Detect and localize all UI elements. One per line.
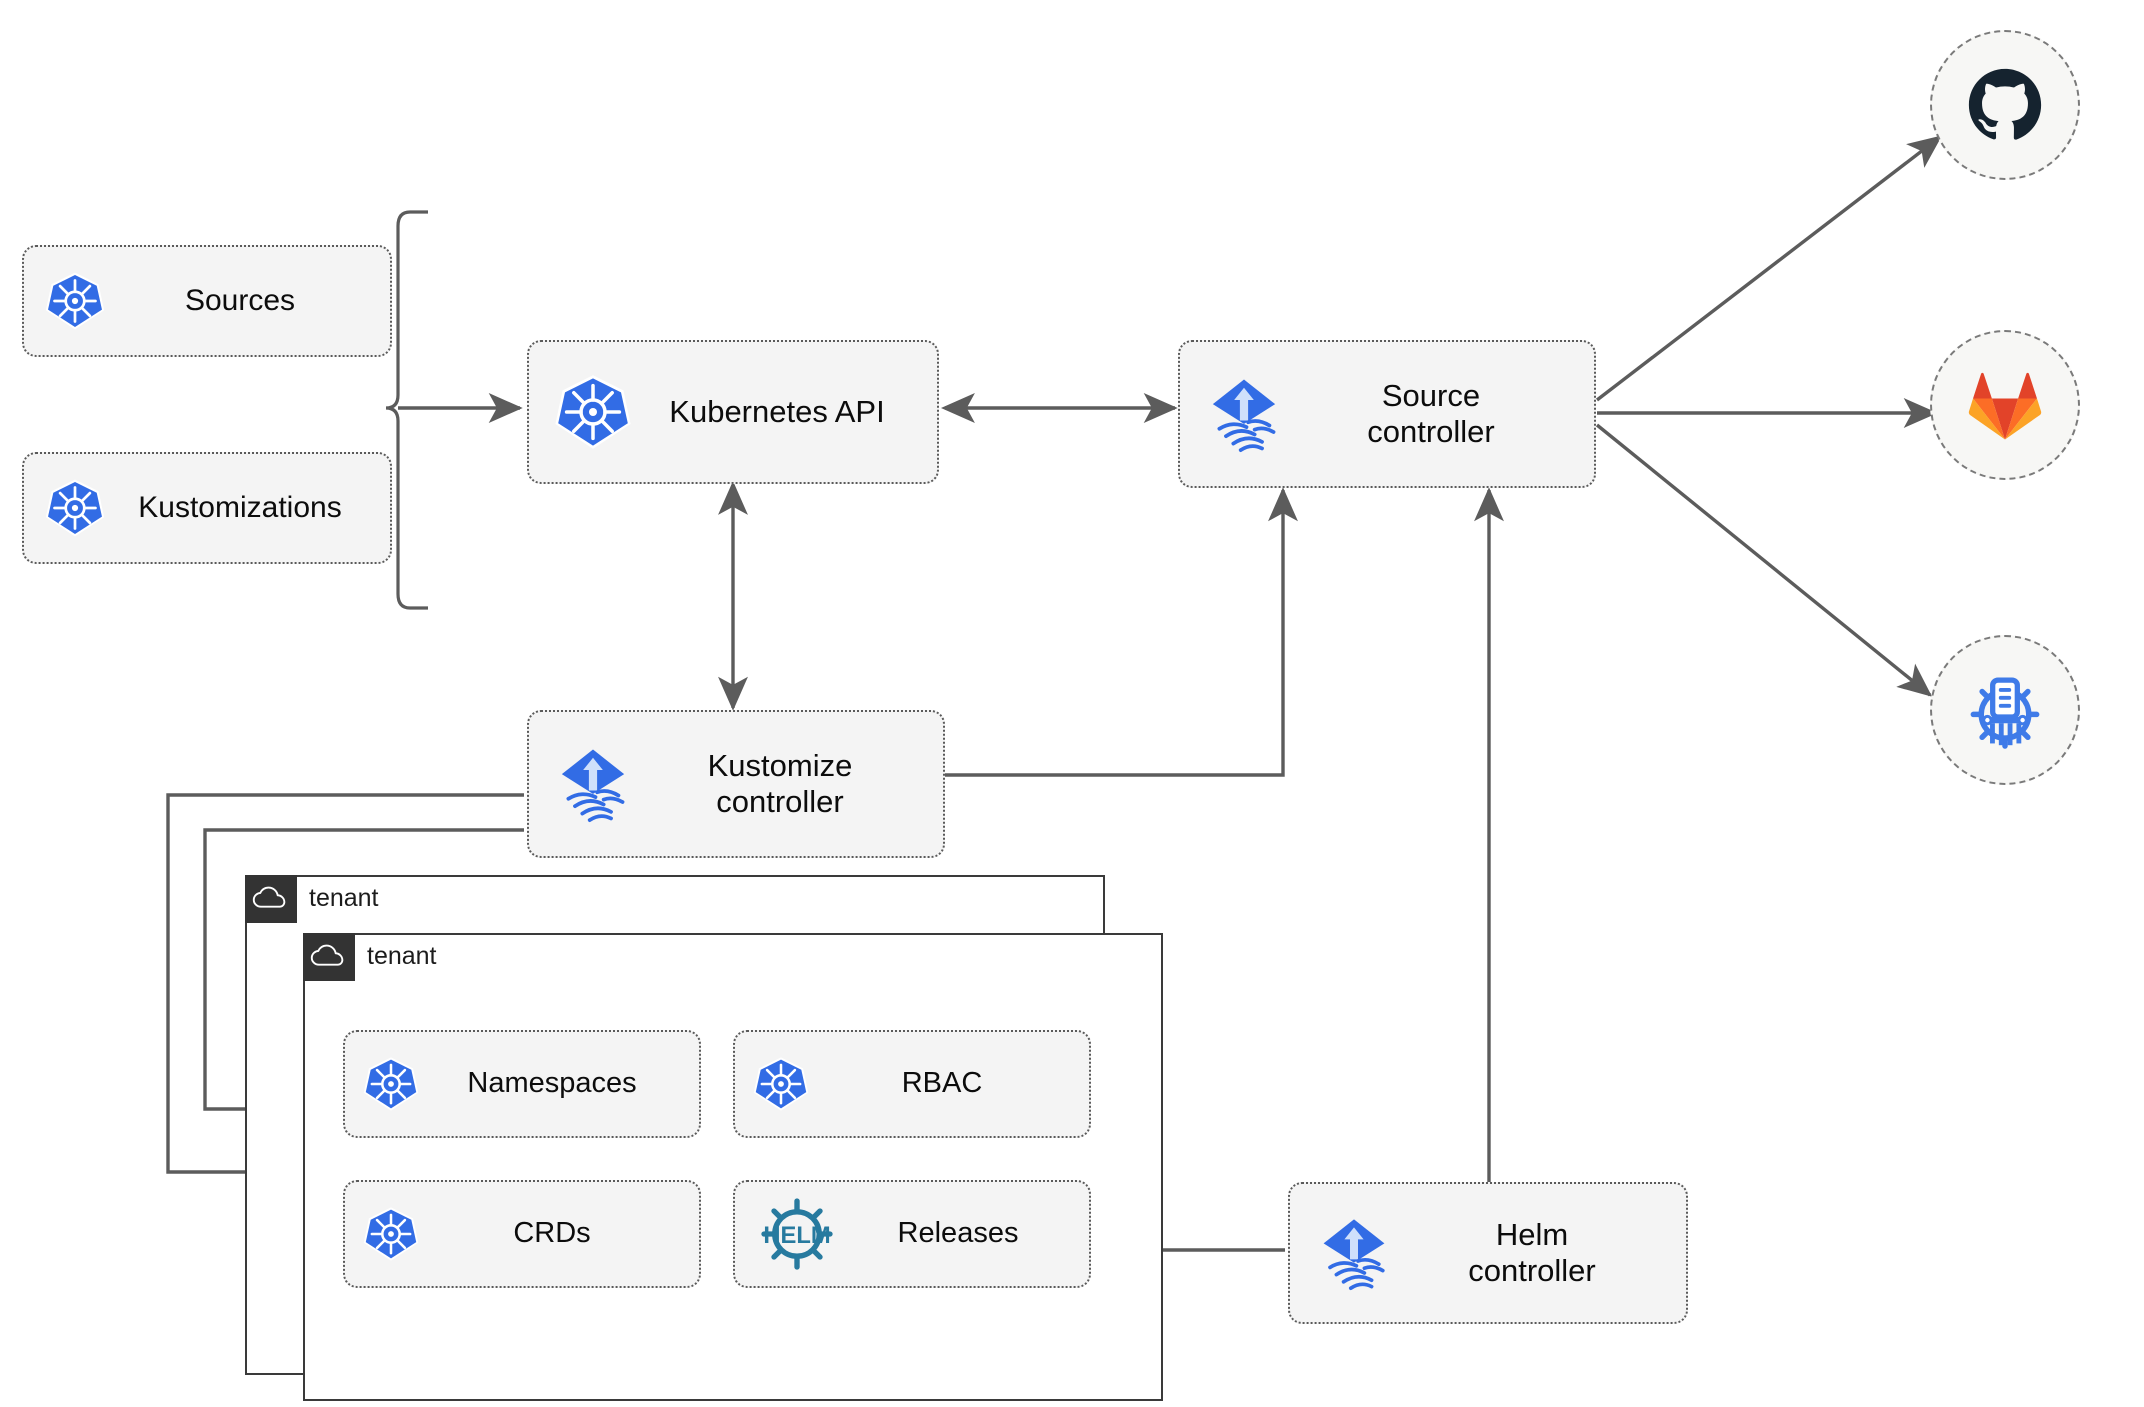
provider-github[interactable] [1930, 30, 2080, 180]
flux-icon [551, 742, 635, 826]
flux-icon [1312, 1211, 1396, 1295]
kubernetes-icon [42, 268, 108, 334]
wire-source-controller-to-github [1595, 135, 1943, 402]
cloud-icon [244, 874, 297, 923]
node-rbac-label: RBAC [901, 1067, 983, 1100]
provider-gitlab[interactable] [1930, 330, 2080, 480]
gitlab-icon [1968, 372, 2042, 440]
tenant-inner[interactable]: tenant [302, 932, 1163, 1401]
node-sources[interactable]: Sources [22, 245, 392, 357]
provider-helm-repository[interactable] [1930, 635, 2080, 785]
helm-icon: HELM [751, 1198, 843, 1270]
node-namespaces-label: Namespaces [467, 1067, 637, 1100]
wire-bracket [385, 210, 428, 610]
helm-repository-icon [1970, 677, 2040, 749]
tenant-outer-label: tenant [309, 884, 379, 912]
node-sources-label: Sources [184, 283, 296, 317]
node-kustomizations[interactable]: Kustomizations [22, 452, 392, 564]
node-kustomizations-label: Kustomizations [138, 490, 342, 524]
kubernetes-icon [42, 475, 108, 541]
kubernetes-icon [361, 1054, 421, 1114]
node-kubernetes-api[interactable]: Kubernetes API [527, 340, 939, 484]
node-releases-label: Releases [897, 1217, 1019, 1250]
flux-icon [1202, 372, 1286, 456]
node-helm-controller[interactable]: Helm controller [1288, 1182, 1688, 1324]
node-helm-controller-label: Helm controller [1468, 1217, 1596, 1288]
kubernetes-icon [361, 1204, 421, 1264]
github-icon [1968, 68, 2042, 140]
wire-source-controller-to-helm-repo [1595, 423, 1933, 697]
node-namespaces[interactable]: Namespaces [343, 1030, 701, 1138]
helm-wordmark: HELM [763, 1222, 830, 1249]
tenant-inner-label: tenant [367, 942, 437, 970]
cloud-icon [302, 932, 355, 981]
kubernetes-icon [751, 1054, 811, 1114]
node-crds[interactable]: CRDs [343, 1180, 701, 1288]
node-crds-label: CRDs [513, 1217, 591, 1250]
node-releases[interactable]: HELM Releases [733, 1180, 1091, 1288]
node-kubernetes-api-label: Kubernetes API [669, 394, 885, 430]
node-rbac[interactable]: RBAC [733, 1030, 1091, 1138]
node-kustomize-controller-label: Kustomize controller [707, 748, 853, 819]
kubernetes-icon [551, 370, 635, 454]
wire-kustomize-to-source-controller [945, 487, 1298, 777]
node-kustomize-controller[interactable]: Kustomize controller [527, 710, 945, 858]
node-source-controller[interactable]: Source controller [1178, 340, 1596, 488]
node-source-controller-label: Source controller [1367, 378, 1495, 449]
